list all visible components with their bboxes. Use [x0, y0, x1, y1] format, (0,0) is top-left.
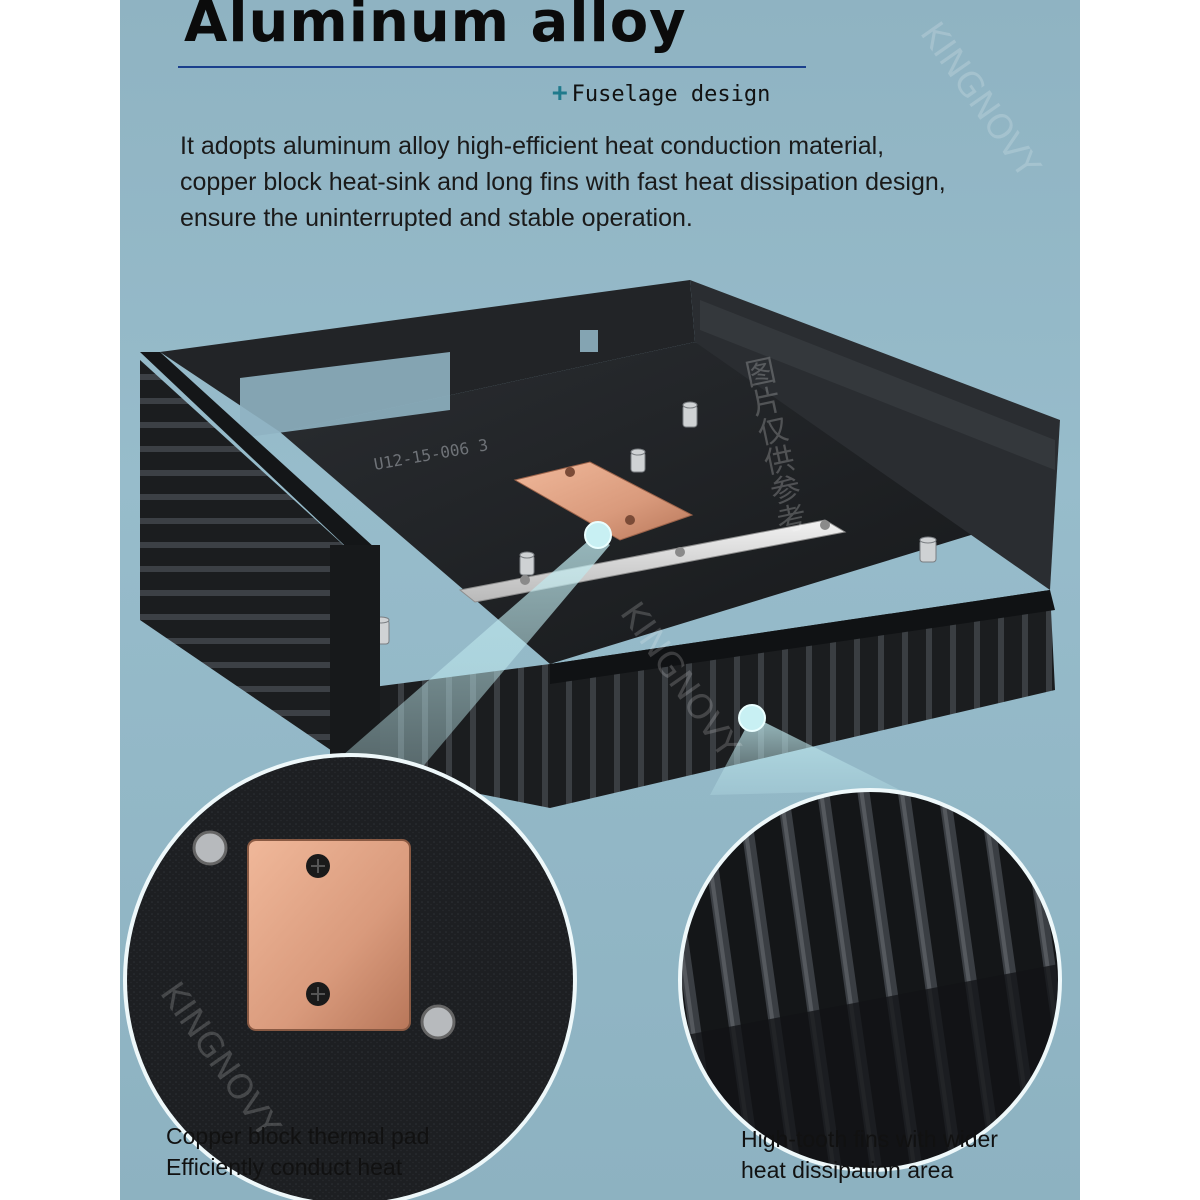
fins-zoom [680, 790, 1060, 1170]
copper-pad-caption: Copper block thermal pad Efficiently con… [166, 1121, 429, 1183]
product-panel: Aluminum alloy +Fuselage design It adopt… [120, 0, 1080, 1200]
fins-caption-line-1: High-tooth fins with wider [741, 1126, 998, 1152]
right-callout-dot [738, 704, 766, 732]
right-callout-beam [710, 720, 900, 795]
title-divider [178, 66, 806, 68]
fins-caption: High-tooth fins with wider heat dissipat… [741, 1124, 998, 1186]
description: It adopts aluminum alloy high-efficient … [180, 128, 1060, 236]
left-heatsink-fins [140, 360, 360, 770]
plus-icon: + [552, 78, 568, 108]
description-line-3: ensure the uninterrupted and stable oper… [180, 204, 693, 232]
page-title: Aluminum alloy [184, 0, 687, 55]
subtitle: +Fuselage design [552, 78, 770, 108]
left-callout-dot [584, 521, 612, 549]
fins-caption-line-2: heat dissipation area [741, 1157, 954, 1183]
copper-block [513, 461, 694, 541]
io-cutout [240, 352, 450, 438]
description-line-1: It adopts aluminum alloy high-efficient … [180, 132, 885, 160]
aluminum-chassis-illustration: U12-15-006 3 [123, 280, 1062, 1200]
copper-pad-zoom [125, 755, 575, 1200]
copper-pad-caption-line-2: Efficiently conduct heat [166, 1154, 403, 1180]
front-heatsink-fins [350, 590, 1055, 808]
subtitle-text: Fuselage design [571, 82, 771, 107]
copper-pad-caption-line-1: Copper block thermal pad [166, 1123, 430, 1149]
left-rail [140, 352, 375, 560]
description-line-2: copper block heat-sink and long fins wit… [180, 168, 946, 196]
